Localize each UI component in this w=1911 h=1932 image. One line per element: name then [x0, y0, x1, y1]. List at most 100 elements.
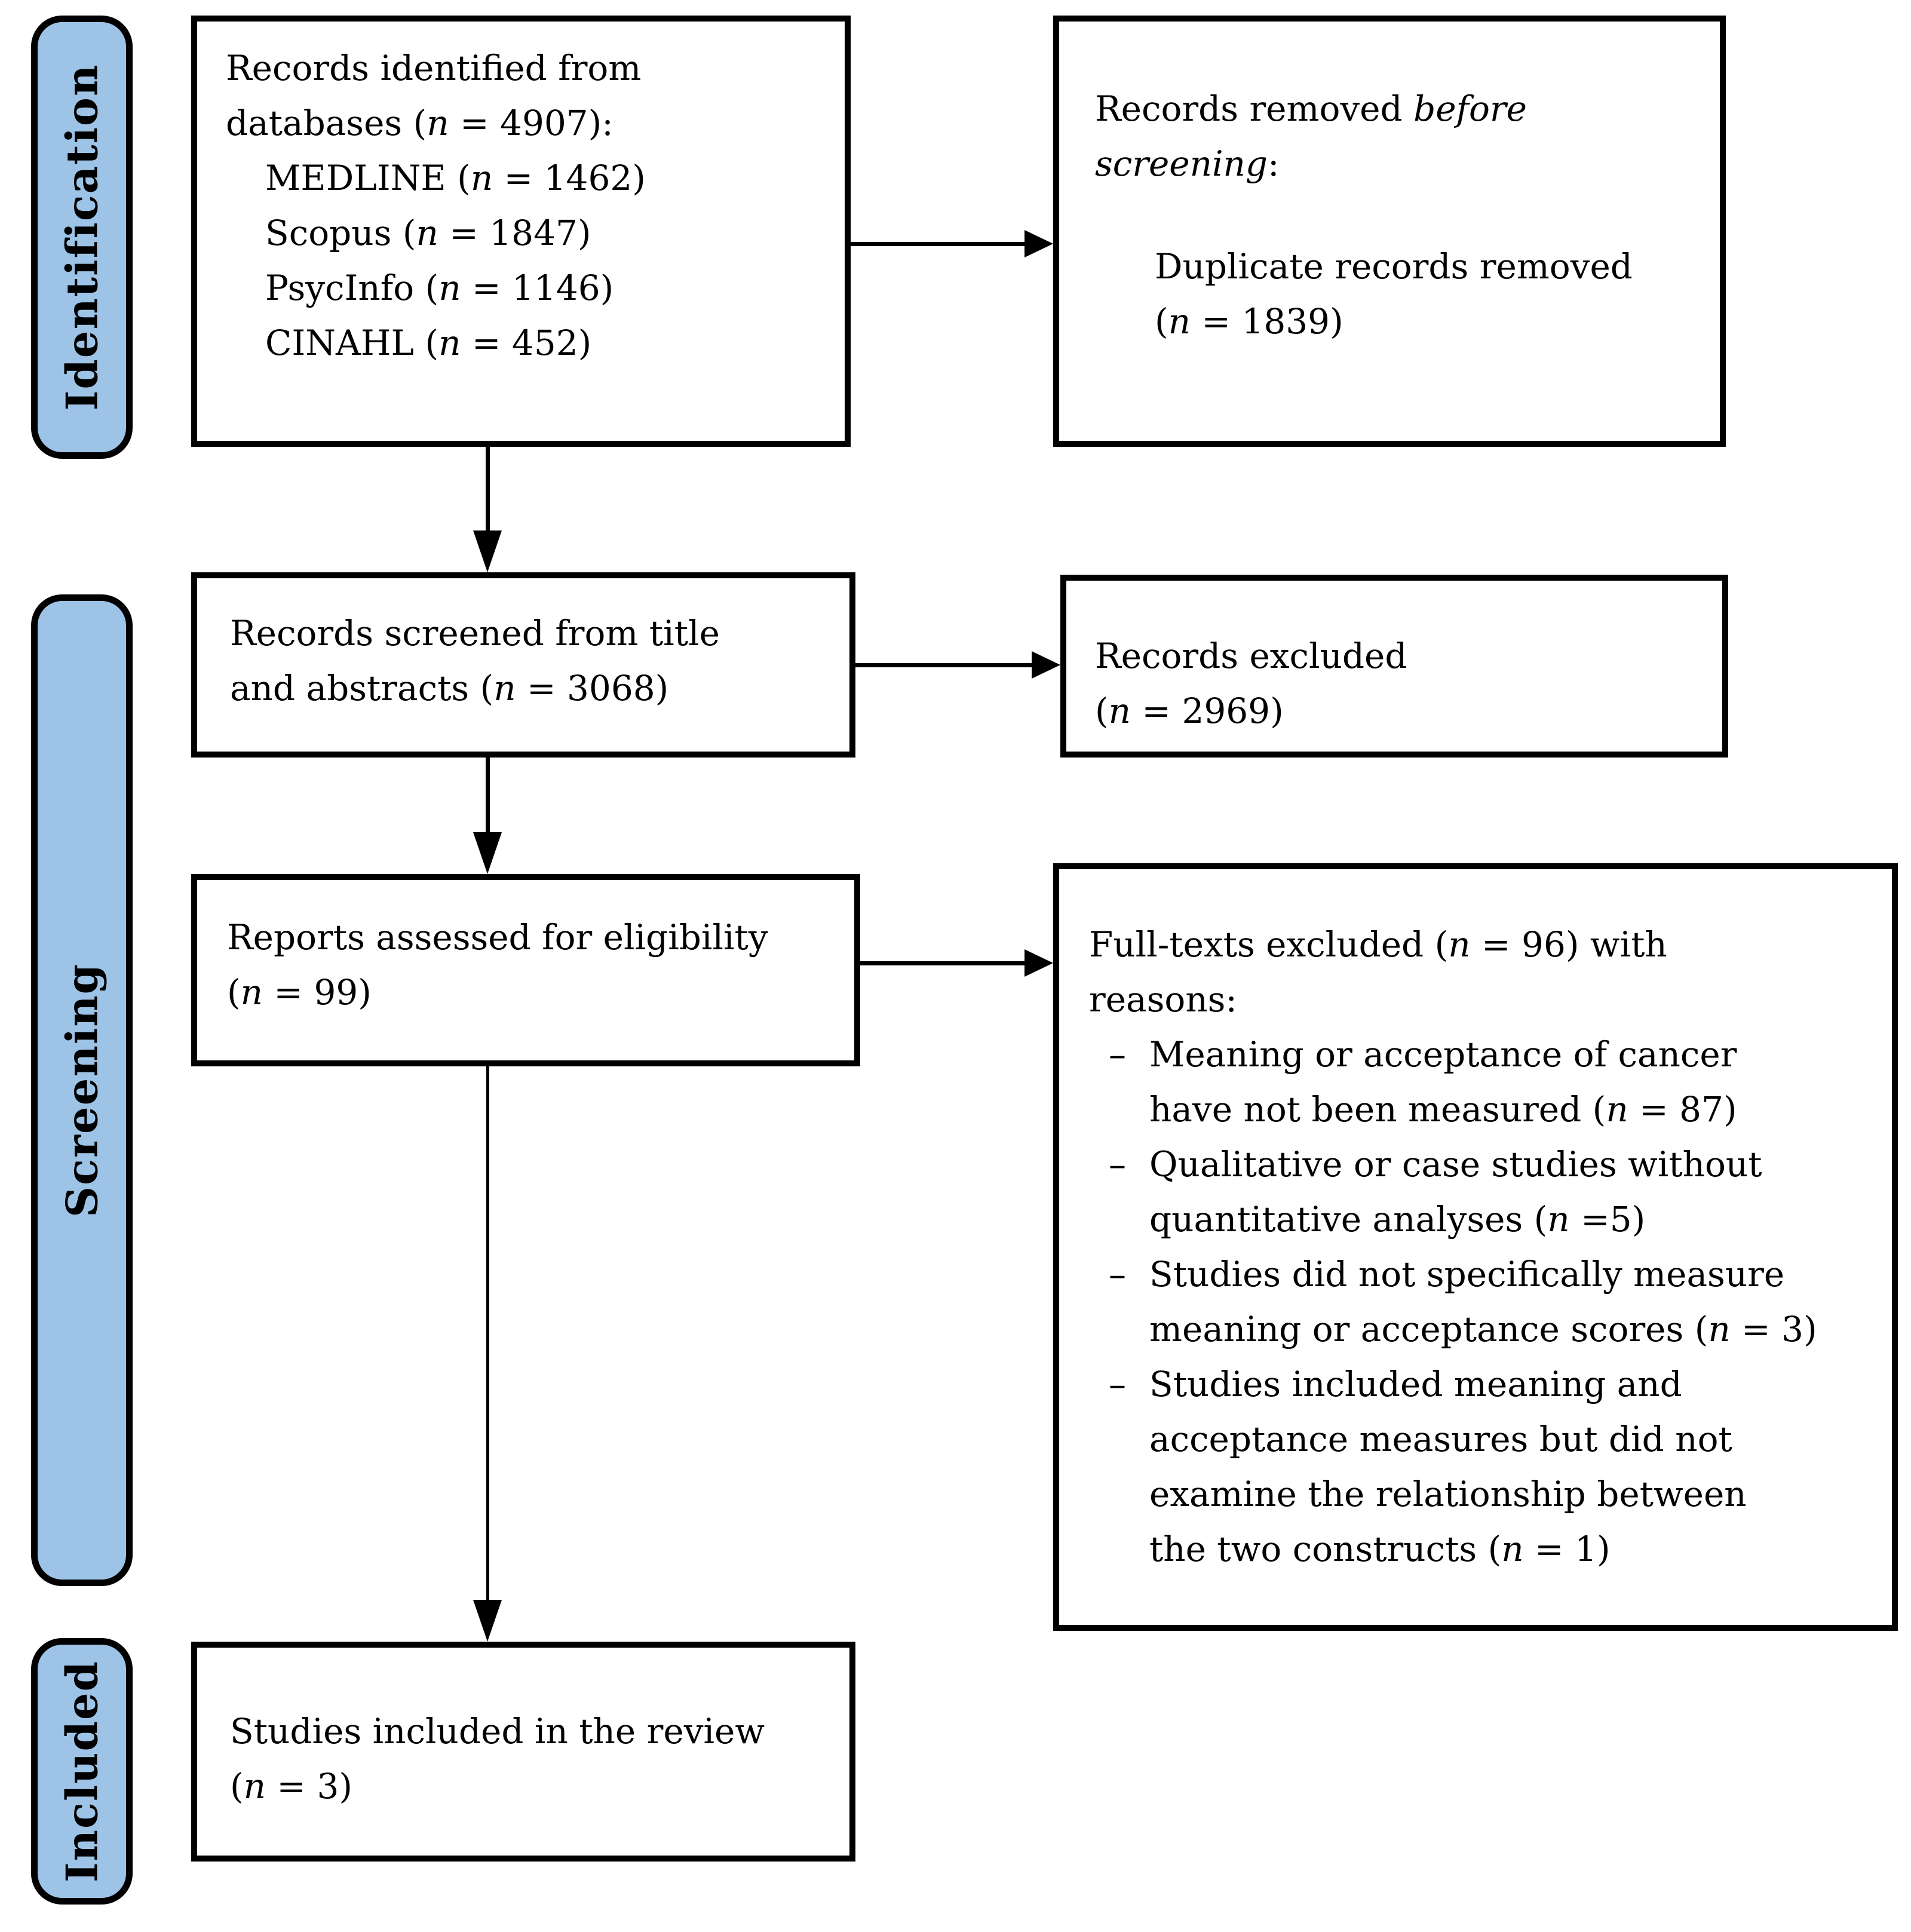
stage-label-identification: Identification: [56, 63, 108, 411]
text-run: Studies included in the review: [230, 1711, 765, 1752]
text-line: (n = 3): [230, 1759, 839, 1814]
arrow-identified-to-screened-line: [486, 447, 490, 530]
text-run: Records identified from: [226, 48, 642, 88]
text-run: Records excluded: [1095, 636, 1407, 676]
text-line: quantitative analyses (n =5): [1089, 1192, 1875, 1247]
arrow-screened-to-excluded-line: [855, 663, 1032, 667]
text-run: n: [1606, 1089, 1628, 1130]
text-line: reasons:: [1089, 972, 1875, 1027]
text-run: n: [1501, 1529, 1524, 1569]
text-run: = 1): [1523, 1529, 1611, 1569]
bullet-dash-icon: –: [1109, 1254, 1126, 1295]
text-run: (: [227, 972, 241, 1013]
arrow-screened-to-assessed-line: [486, 758, 490, 832]
text-run: (: [1095, 691, 1109, 731]
text-line: MEDLINE (n = 1462): [226, 151, 834, 206]
bullet-text: Studies did not specifically measure: [1149, 1247, 1875, 1302]
text-run: = 452): [461, 323, 592, 363]
stage-badge-identification: Identification: [31, 16, 133, 459]
text-run: (: [230, 1766, 244, 1807]
text-run: n: [1708, 1309, 1731, 1350]
box-records-screened: Records screened from title and abstracts…: [191, 572, 855, 758]
text-run: = 1462): [493, 158, 646, 198]
stage-label-included: Included: [56, 1660, 108, 1883]
box-records-excluded: Records excluded (n = 2969): [1060, 575, 1728, 758]
text-line: Records identified from: [226, 41, 834, 96]
text-run: reasons:: [1089, 979, 1237, 1020]
arrow-screened-to-assessed-head-icon: [473, 832, 502, 874]
text-line: Duplicate records removed: [1095, 239, 1709, 294]
text-line: CINAHL (n = 452): [226, 315, 834, 370]
text-run: = 99): [263, 972, 372, 1013]
bullet-text: Meaning or acceptance of cancer: [1149, 1027, 1875, 1082]
text-run: = 1839): [1191, 301, 1343, 342]
text-run: screening: [1095, 143, 1268, 184]
text-run: n: [438, 268, 461, 308]
text-run: Studies included meaning and: [1149, 1364, 1682, 1404]
bullet-dash-icon: –: [1109, 1144, 1126, 1185]
text-run: =5): [1569, 1199, 1646, 1240]
stage-badge-included: Included: [31, 1638, 133, 1905]
bullet-text: Qualitative or case studies without: [1149, 1137, 1875, 1192]
arrow-identified-to-removed-line: [850, 242, 1024, 246]
text-line: Scopus (n = 1847): [226, 206, 834, 260]
text-run: Records removed: [1095, 88, 1414, 129]
text-line: Studies included in the review: [230, 1704, 839, 1759]
text-line: Records excluded: [1095, 628, 1711, 683]
text-run: = 3): [1730, 1309, 1817, 1350]
text-run: CINAHL (: [265, 323, 439, 363]
text-run: Reports assessed for eligibility: [227, 917, 768, 958]
text-run: before: [1413, 88, 1527, 129]
bullet-dash-icon: –: [1109, 1364, 1126, 1404]
text-run: n: [243, 1766, 266, 1807]
text-run: n: [427, 103, 449, 143]
text-run: Meaning or acceptance of cancer: [1149, 1034, 1737, 1075]
text-run: Records screened from title: [230, 613, 720, 654]
text-run: n: [470, 158, 493, 198]
box-reports-assessed: Reports assessed for eligibility (n = 99): [191, 874, 860, 1066]
bullet-line: –Qualitative or case studies without: [1089, 1137, 1875, 1192]
text-line: Reports assessed for eligibility: [227, 910, 843, 965]
text-run: the two constructs (: [1149, 1529, 1502, 1569]
text-run: = 2969): [1131, 691, 1284, 731]
text-line: (n = 1839): [1095, 294, 1709, 349]
text-line: examine the relationship between: [1089, 1467, 1875, 1522]
text-run: = 87): [1628, 1089, 1737, 1130]
text-run: = 3): [266, 1766, 352, 1807]
bullet-dash-icon: –: [1109, 1034, 1126, 1075]
text-line: and abstracts (n = 3068): [230, 661, 839, 716]
text-line: Records removed before: [1095, 81, 1709, 136]
text-run: databases (: [226, 103, 427, 143]
text-run: (: [1155, 301, 1168, 342]
text-run: Full-texts excluded (: [1089, 924, 1449, 965]
text-line: (n = 99): [227, 965, 843, 1020]
text-run: n: [240, 972, 263, 1013]
bullet-line: –Studies included meaning and: [1089, 1357, 1875, 1412]
box-studies-included: Studies included in the review (n = 3): [191, 1642, 855, 1862]
text-line: databases (n = 4907):: [226, 96, 834, 151]
arrow-assessed-to-fulltext-excluded-head-icon: [1024, 949, 1053, 977]
text-run: n: [1108, 691, 1131, 731]
text-run: = 4907):: [449, 103, 614, 143]
text-run: = 1146): [461, 268, 614, 308]
text-run: n: [1448, 924, 1471, 965]
text-line: have not been measured (n = 87): [1089, 1082, 1875, 1137]
text-line: Full-texts excluded (n = 96) with: [1089, 917, 1875, 972]
text-line: acceptance measures but did not: [1089, 1412, 1875, 1467]
text-line: Records screened from title: [230, 606, 839, 661]
text-run: Duplicate records removed: [1155, 246, 1633, 287]
spacer-line: [1095, 191, 1709, 239]
stage-badge-screening: Screening: [31, 594, 133, 1586]
text-run: :: [1268, 143, 1280, 184]
arrow-screened-to-excluded-head-icon: [1032, 651, 1060, 679]
text-run: examine the relationship between: [1149, 1474, 1747, 1514]
bullet-text: Studies included meaning and: [1149, 1357, 1875, 1412]
arrow-assessed-to-fulltext-excluded-line: [860, 961, 1024, 965]
text-run: PsycInfo (: [265, 268, 439, 308]
arrow-identified-to-screened-head-icon: [473, 530, 502, 572]
text-run: = 96) with: [1470, 924, 1667, 965]
text-run: n: [438, 323, 461, 363]
